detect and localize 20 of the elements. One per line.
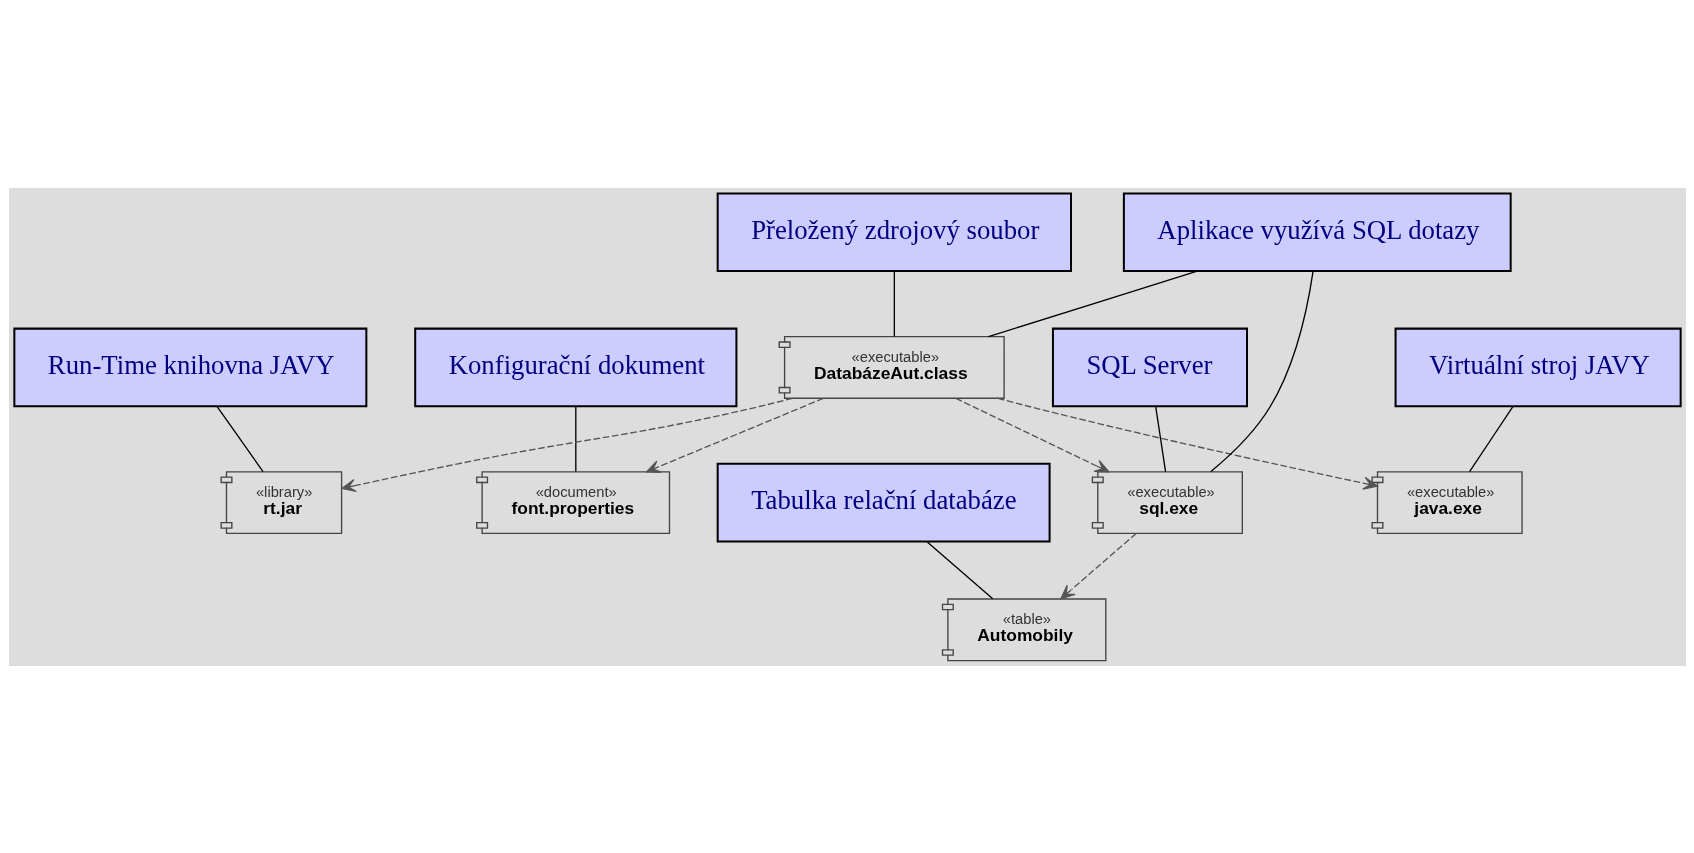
node-box: Tabulka relační databáze xyxy=(716,462,1051,542)
node-box: Virtuální stroj JAVY xyxy=(1394,327,1682,407)
node-box: Přeložený zdrojový soubor xyxy=(716,191,1072,272)
connector xyxy=(215,405,264,472)
connector xyxy=(1209,270,1314,472)
connector xyxy=(1154,405,1166,472)
arrow xyxy=(996,397,1378,490)
arrow xyxy=(1059,532,1137,599)
connector xyxy=(574,405,576,472)
node-box: Konfigurační dokument xyxy=(413,327,737,407)
connector xyxy=(893,270,895,337)
arrow xyxy=(645,397,824,473)
node-box: Run-Time knihovna JAVY xyxy=(12,327,367,407)
node-box: SQL Server xyxy=(1051,327,1248,407)
arrow xyxy=(954,397,1109,472)
connector xyxy=(987,270,1198,337)
arrow xyxy=(340,397,793,492)
node-box: Aplikace využívá SQL dotazy xyxy=(1122,191,1512,272)
connector xyxy=(1468,405,1514,472)
connector xyxy=(925,540,993,599)
